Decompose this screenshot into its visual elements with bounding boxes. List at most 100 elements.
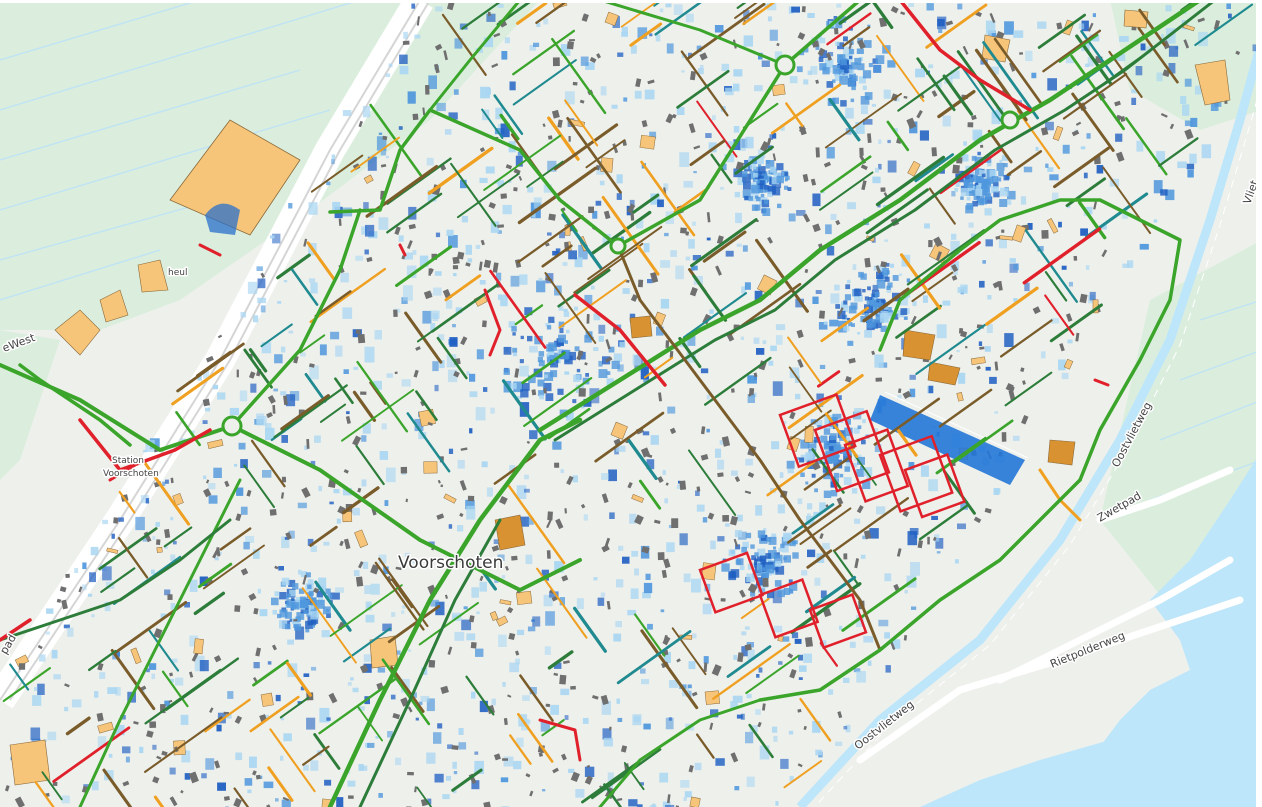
- flood-cell: [1168, 63, 1176, 74]
- flood-cell: [743, 181, 751, 190]
- building: [700, 454, 709, 461]
- flood-cell: [582, 717, 589, 724]
- flood-cell: [807, 440, 817, 449]
- building: [665, 113, 674, 124]
- flood-cell: [362, 106, 371, 118]
- flood-cell: [559, 327, 564, 334]
- flood-cell: [858, 294, 863, 302]
- flood-cell: [284, 623, 291, 630]
- flood-cell: [275, 798, 279, 802]
- flood-cell: [300, 596, 307, 603]
- flood-cell: [756, 348, 765, 355]
- flood-cell: [834, 73, 843, 81]
- flood-cell: [951, 233, 957, 240]
- building: [992, 281, 1001, 289]
- flood-cell: [420, 695, 430, 702]
- road-segment: [301, 587, 357, 664]
- building: [363, 174, 374, 184]
- flood-cell: [812, 193, 821, 207]
- flood-cell: [840, 100, 847, 107]
- road-segment: [873, 397, 941, 446]
- flood-cell: [500, 294, 508, 307]
- flood-cell: [872, 58, 878, 64]
- flood-cell: [912, 301, 917, 307]
- road-segment: [875, 155, 946, 207]
- building: [252, 770, 257, 776]
- flood-cell: [304, 445, 308, 450]
- road-segment: [842, 26, 871, 47]
- flood-cell: [774, 51, 783, 60]
- flood-cell: [735, 544, 741, 550]
- flood-cell: [486, 13, 496, 22]
- building: [1093, 201, 1097, 210]
- road-segment: [1062, 73, 1128, 120]
- flood-cell: [226, 713, 232, 719]
- building: [193, 638, 204, 655]
- flood-cell: [297, 502, 307, 509]
- risk-block: [778, 392, 857, 469]
- flood-cell: [53, 674, 61, 680]
- flood-cell: [527, 186, 534, 193]
- road-segment: [704, 356, 772, 406]
- flood-cell: [30, 727, 41, 741]
- road-segment: [302, 745, 330, 766]
- flood-cell: [584, 335, 592, 343]
- flood-cell: [830, 433, 837, 440]
- building: [601, 544, 610, 553]
- flood-cell: [560, 350, 570, 360]
- building: [453, 370, 460, 378]
- flood-cell: [361, 226, 368, 235]
- flood-cell: [532, 616, 541, 627]
- vliet-canal: [796, 38, 1262, 807]
- flood-cell: [303, 609, 308, 614]
- flood-cell: [791, 6, 800, 13]
- flood-cell: [801, 570, 808, 576]
- flood-cell: [365, 601, 372, 611]
- flood-cell: [935, 538, 944, 549]
- flood-cell: [850, 302, 858, 310]
- flood-cell: [785, 175, 790, 181]
- flood-cell: [481, 461, 488, 468]
- flood-cell: [973, 194, 980, 200]
- flood-cell: [449, 337, 458, 347]
- road-segment: [820, 306, 869, 343]
- flood-cell: [854, 408, 864, 415]
- flood-cell: [575, 789, 585, 798]
- flood-cell: [527, 719, 531, 724]
- building: [309, 363, 315, 368]
- flood-cell: [1165, 5, 1172, 12]
- road-segment: [1006, 150, 1042, 177]
- road-segment: [766, 460, 816, 497]
- flood-cell: [898, 297, 908, 306]
- building: [548, 213, 556, 221]
- road-segment: [512, 59, 577, 106]
- flood-cell: [966, 196, 971, 201]
- flood-cell: [755, 505, 763, 516]
- flood-cell: [618, 545, 624, 551]
- building: [452, 256, 460, 265]
- building: [667, 794, 671, 804]
- flood-cell: [347, 682, 352, 686]
- flood-cell: [308, 202, 318, 215]
- building: [1011, 224, 1027, 243]
- building: [161, 750, 168, 757]
- flood-cell: [331, 154, 336, 159]
- flood-cell: [736, 243, 742, 247]
- building: [577, 350, 584, 357]
- flood-cell: [1194, 85, 1202, 95]
- building: [576, 354, 582, 361]
- flood-cell: [688, 661, 696, 670]
- flood-cell: [550, 359, 559, 368]
- flood-cell: [733, 69, 743, 77]
- flood-cell: [789, 582, 798, 591]
- flood-cell: [780, 124, 785, 131]
- building: [1120, 115, 1126, 122]
- flood-cell: [847, 79, 856, 87]
- flood-cell: [457, 525, 464, 532]
- building: [762, 577, 769, 587]
- road-segment: [942, 74, 974, 116]
- flood-cell: [239, 390, 248, 402]
- flood-cell: [639, 782, 644, 786]
